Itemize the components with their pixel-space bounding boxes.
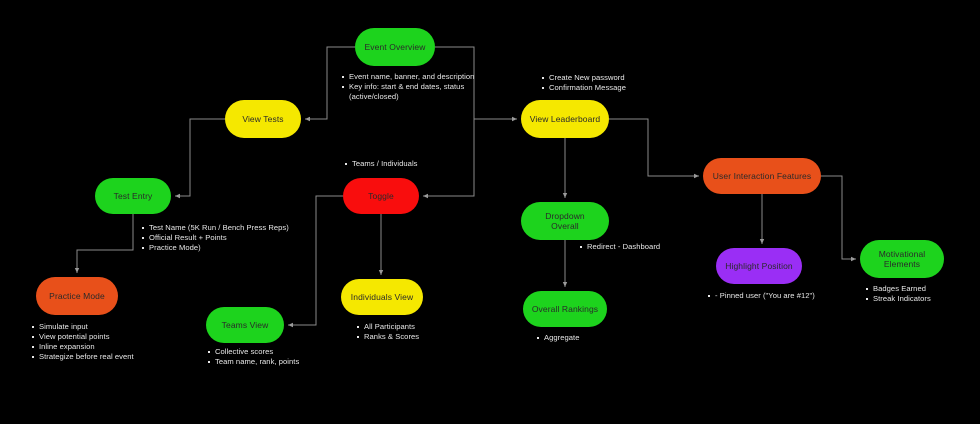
node-label: Individuals View xyxy=(350,291,414,302)
node-dropdown-overall[interactable]: Dropdown Overall xyxy=(521,202,609,240)
note-item: View potential points xyxy=(32,332,200,342)
note-list: Teams / Individuals xyxy=(343,159,493,169)
node-label: Teams View xyxy=(221,319,269,330)
node-view-leaderboard[interactable]: View Leaderboard xyxy=(521,100,609,138)
note-item: Inline expansion xyxy=(32,342,200,352)
node-label: View Tests xyxy=(242,113,284,124)
note-toggle: Teams / Individuals xyxy=(343,159,493,169)
edge-view-leaderboard-to-user-interaction xyxy=(609,118,699,179)
note-overall-rankings: Aggregate xyxy=(535,333,675,343)
note-list: - Pinned user ("You are #12") xyxy=(706,291,876,301)
note-item: Collective scores xyxy=(208,347,366,357)
note-item: Strategize before real event xyxy=(32,352,200,362)
note-item: Event name, banner, and description xyxy=(342,72,500,82)
node-teams-view[interactable]: Teams View xyxy=(206,307,284,343)
note-dropdown-overall: Redirect - Dashboard xyxy=(578,242,728,252)
node-label: View Leaderboard xyxy=(529,113,601,124)
node-label: Practice Mode xyxy=(49,290,105,301)
edge-view-tests-to-test-entry xyxy=(175,118,225,199)
note-item: Ranks & Scores xyxy=(357,332,495,342)
note-item: Confirmation Message xyxy=(542,83,720,93)
note-highlight-position: - Pinned user ("You are #12") xyxy=(706,291,876,301)
node-user-interaction[interactable]: User Interaction Features xyxy=(703,158,821,194)
note-item: Key info: start & end dates, status (act… xyxy=(342,82,500,101)
node-toggle[interactable]: Toggle xyxy=(343,178,419,214)
note-item: Teams / Individuals xyxy=(345,159,493,169)
note-item: All Participants xyxy=(357,322,495,332)
note-item: Streak Indicators xyxy=(866,294,980,304)
node-label: Highlight Position xyxy=(725,260,793,271)
node-overall-rankings[interactable]: Overall Rankings xyxy=(523,291,607,327)
node-label: Event Overview xyxy=(364,41,426,52)
note-list: Redirect - Dashboard xyxy=(578,242,728,252)
edge-user-interaction-to-motivational xyxy=(821,175,856,262)
note-list: Aggregate xyxy=(535,333,675,343)
node-label: Motivational Elements xyxy=(878,248,926,270)
node-motivational-elements[interactable]: Motivational Elements xyxy=(860,240,944,278)
note-item: Badges Earned xyxy=(866,284,980,294)
note-list: Test Name (5K Run / Bench Press Reps)Off… xyxy=(140,223,290,253)
node-label: Dropdown Overall xyxy=(545,210,585,232)
node-view-tests[interactable]: View Tests xyxy=(225,100,301,138)
node-label: User Interaction Features xyxy=(712,170,812,181)
node-highlight-position[interactable]: Highlight Position xyxy=(716,248,802,284)
node-test-entry[interactable]: Test Entry xyxy=(95,178,171,214)
note-item: Simulate input xyxy=(32,322,200,332)
note-test-entry: Test Name (5K Run / Bench Press Reps)Off… xyxy=(140,223,290,253)
edge-view-leaderboard-branch-to-toggle xyxy=(423,119,475,199)
node-label: Toggle xyxy=(368,190,394,201)
note-item: Redirect - Dashboard xyxy=(580,242,728,252)
edge-test-entry-to-practice-mode xyxy=(74,214,134,273)
node-label: Overall Rankings xyxy=(531,303,599,314)
note-item: - Pinned user ("You are #12") xyxy=(708,291,876,301)
node-event-overview[interactable]: Event Overview xyxy=(355,28,435,66)
note-item: Create New password xyxy=(542,73,720,83)
node-label: Test Entry xyxy=(113,190,153,201)
edge-toggle-to-teams-view xyxy=(288,195,343,328)
note-item: Test Name (5K Run / Bench Press Reps) xyxy=(142,223,289,232)
note-item: Official Result + Points xyxy=(142,233,290,243)
node-practice-mode[interactable]: Practice Mode xyxy=(36,277,118,315)
node-individuals-view[interactable]: Individuals View xyxy=(341,279,423,315)
note-item: Team name, rank, points xyxy=(208,357,366,367)
note-item: Aggregate xyxy=(537,333,675,343)
note-item: Practice Mode) xyxy=(142,243,290,253)
